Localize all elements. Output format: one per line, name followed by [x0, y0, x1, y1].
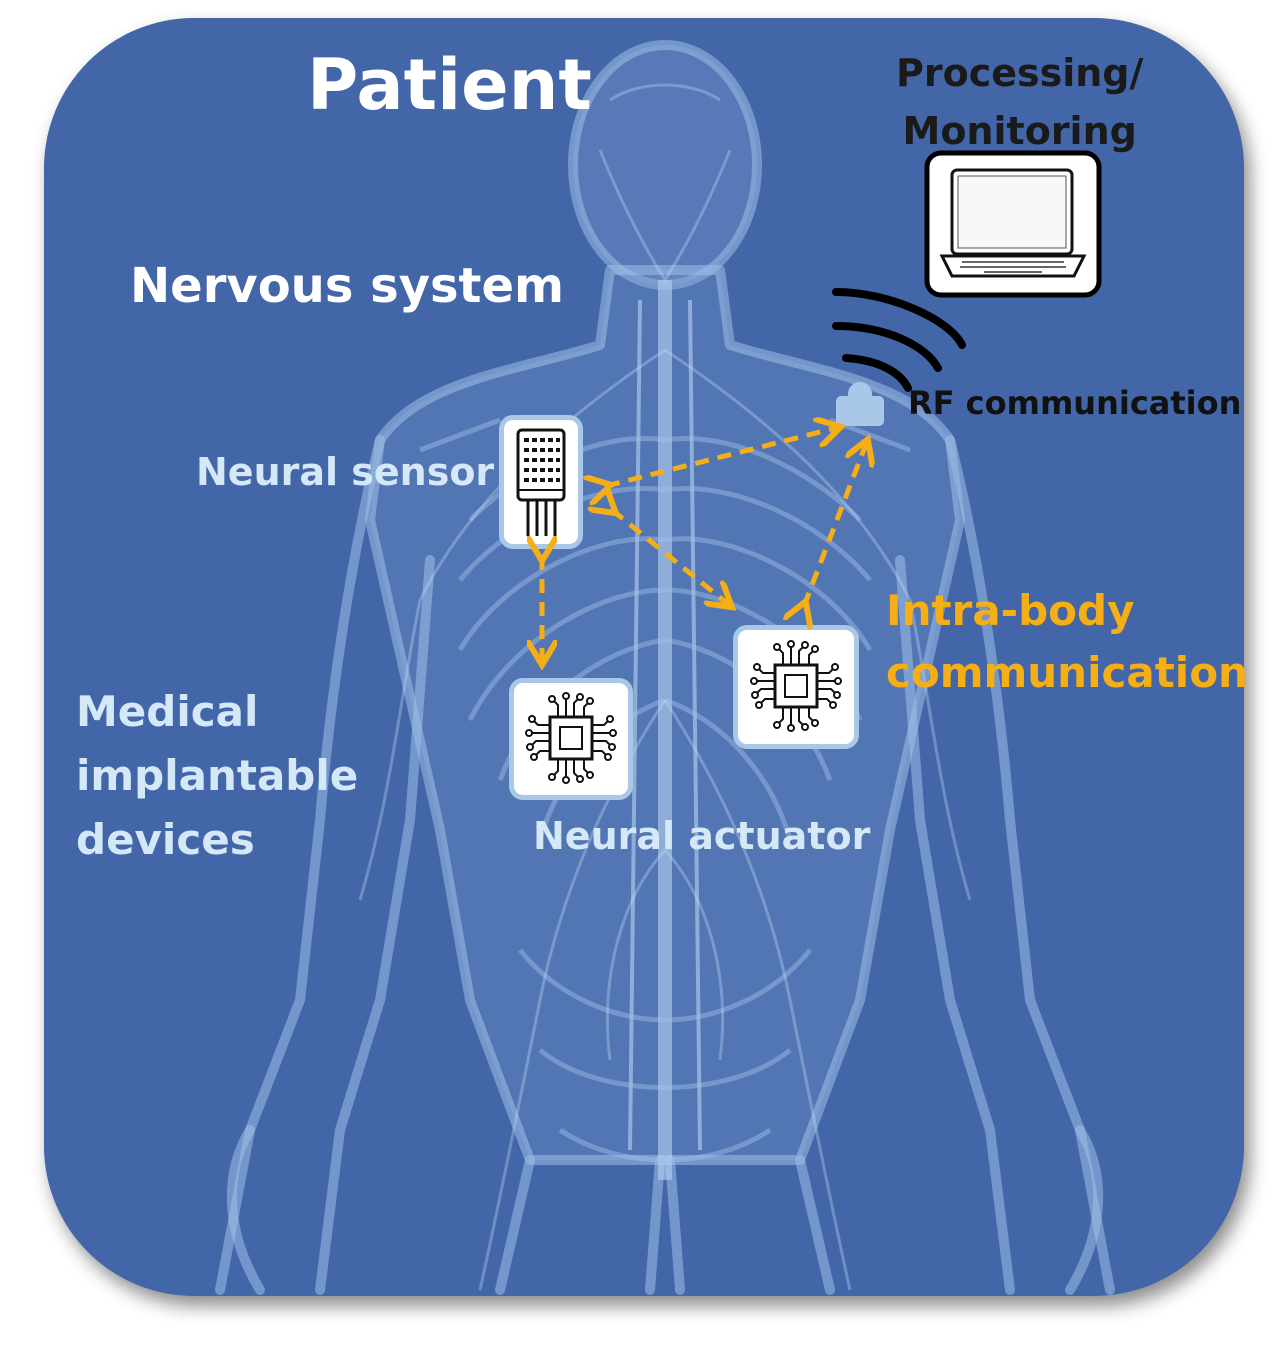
- neural-actuator-device-1: [509, 678, 633, 800]
- microchip-icon: [525, 692, 617, 784]
- rf-communication-label: RF communication: [908, 384, 1242, 422]
- neural-sensor-label: Neural sensor: [196, 450, 495, 494]
- intra-body-communication-label: Intra-body communication: [886, 586, 1248, 697]
- laptop-icon: [924, 150, 1102, 298]
- processing-monitoring-label: Processing/ Monitoring: [896, 51, 1144, 153]
- microchip-icon: [750, 640, 842, 732]
- arrow-sensor-to-actuator2: [612, 510, 728, 604]
- arrow-sensor-to-rf: [606, 428, 836, 486]
- medical-implantable-devices-label: Medical implantable devices: [76, 687, 359, 864]
- arrow-actuator2-to-rf: [804, 444, 866, 606]
- diagram-title: Patient: [307, 44, 592, 126]
- neural-actuator-label: Neural actuator: [533, 814, 871, 858]
- neural-sensor-device: [499, 415, 583, 549]
- nervous-system-label: Nervous system: [130, 258, 565, 314]
- sensor-chip-icon: [516, 428, 566, 536]
